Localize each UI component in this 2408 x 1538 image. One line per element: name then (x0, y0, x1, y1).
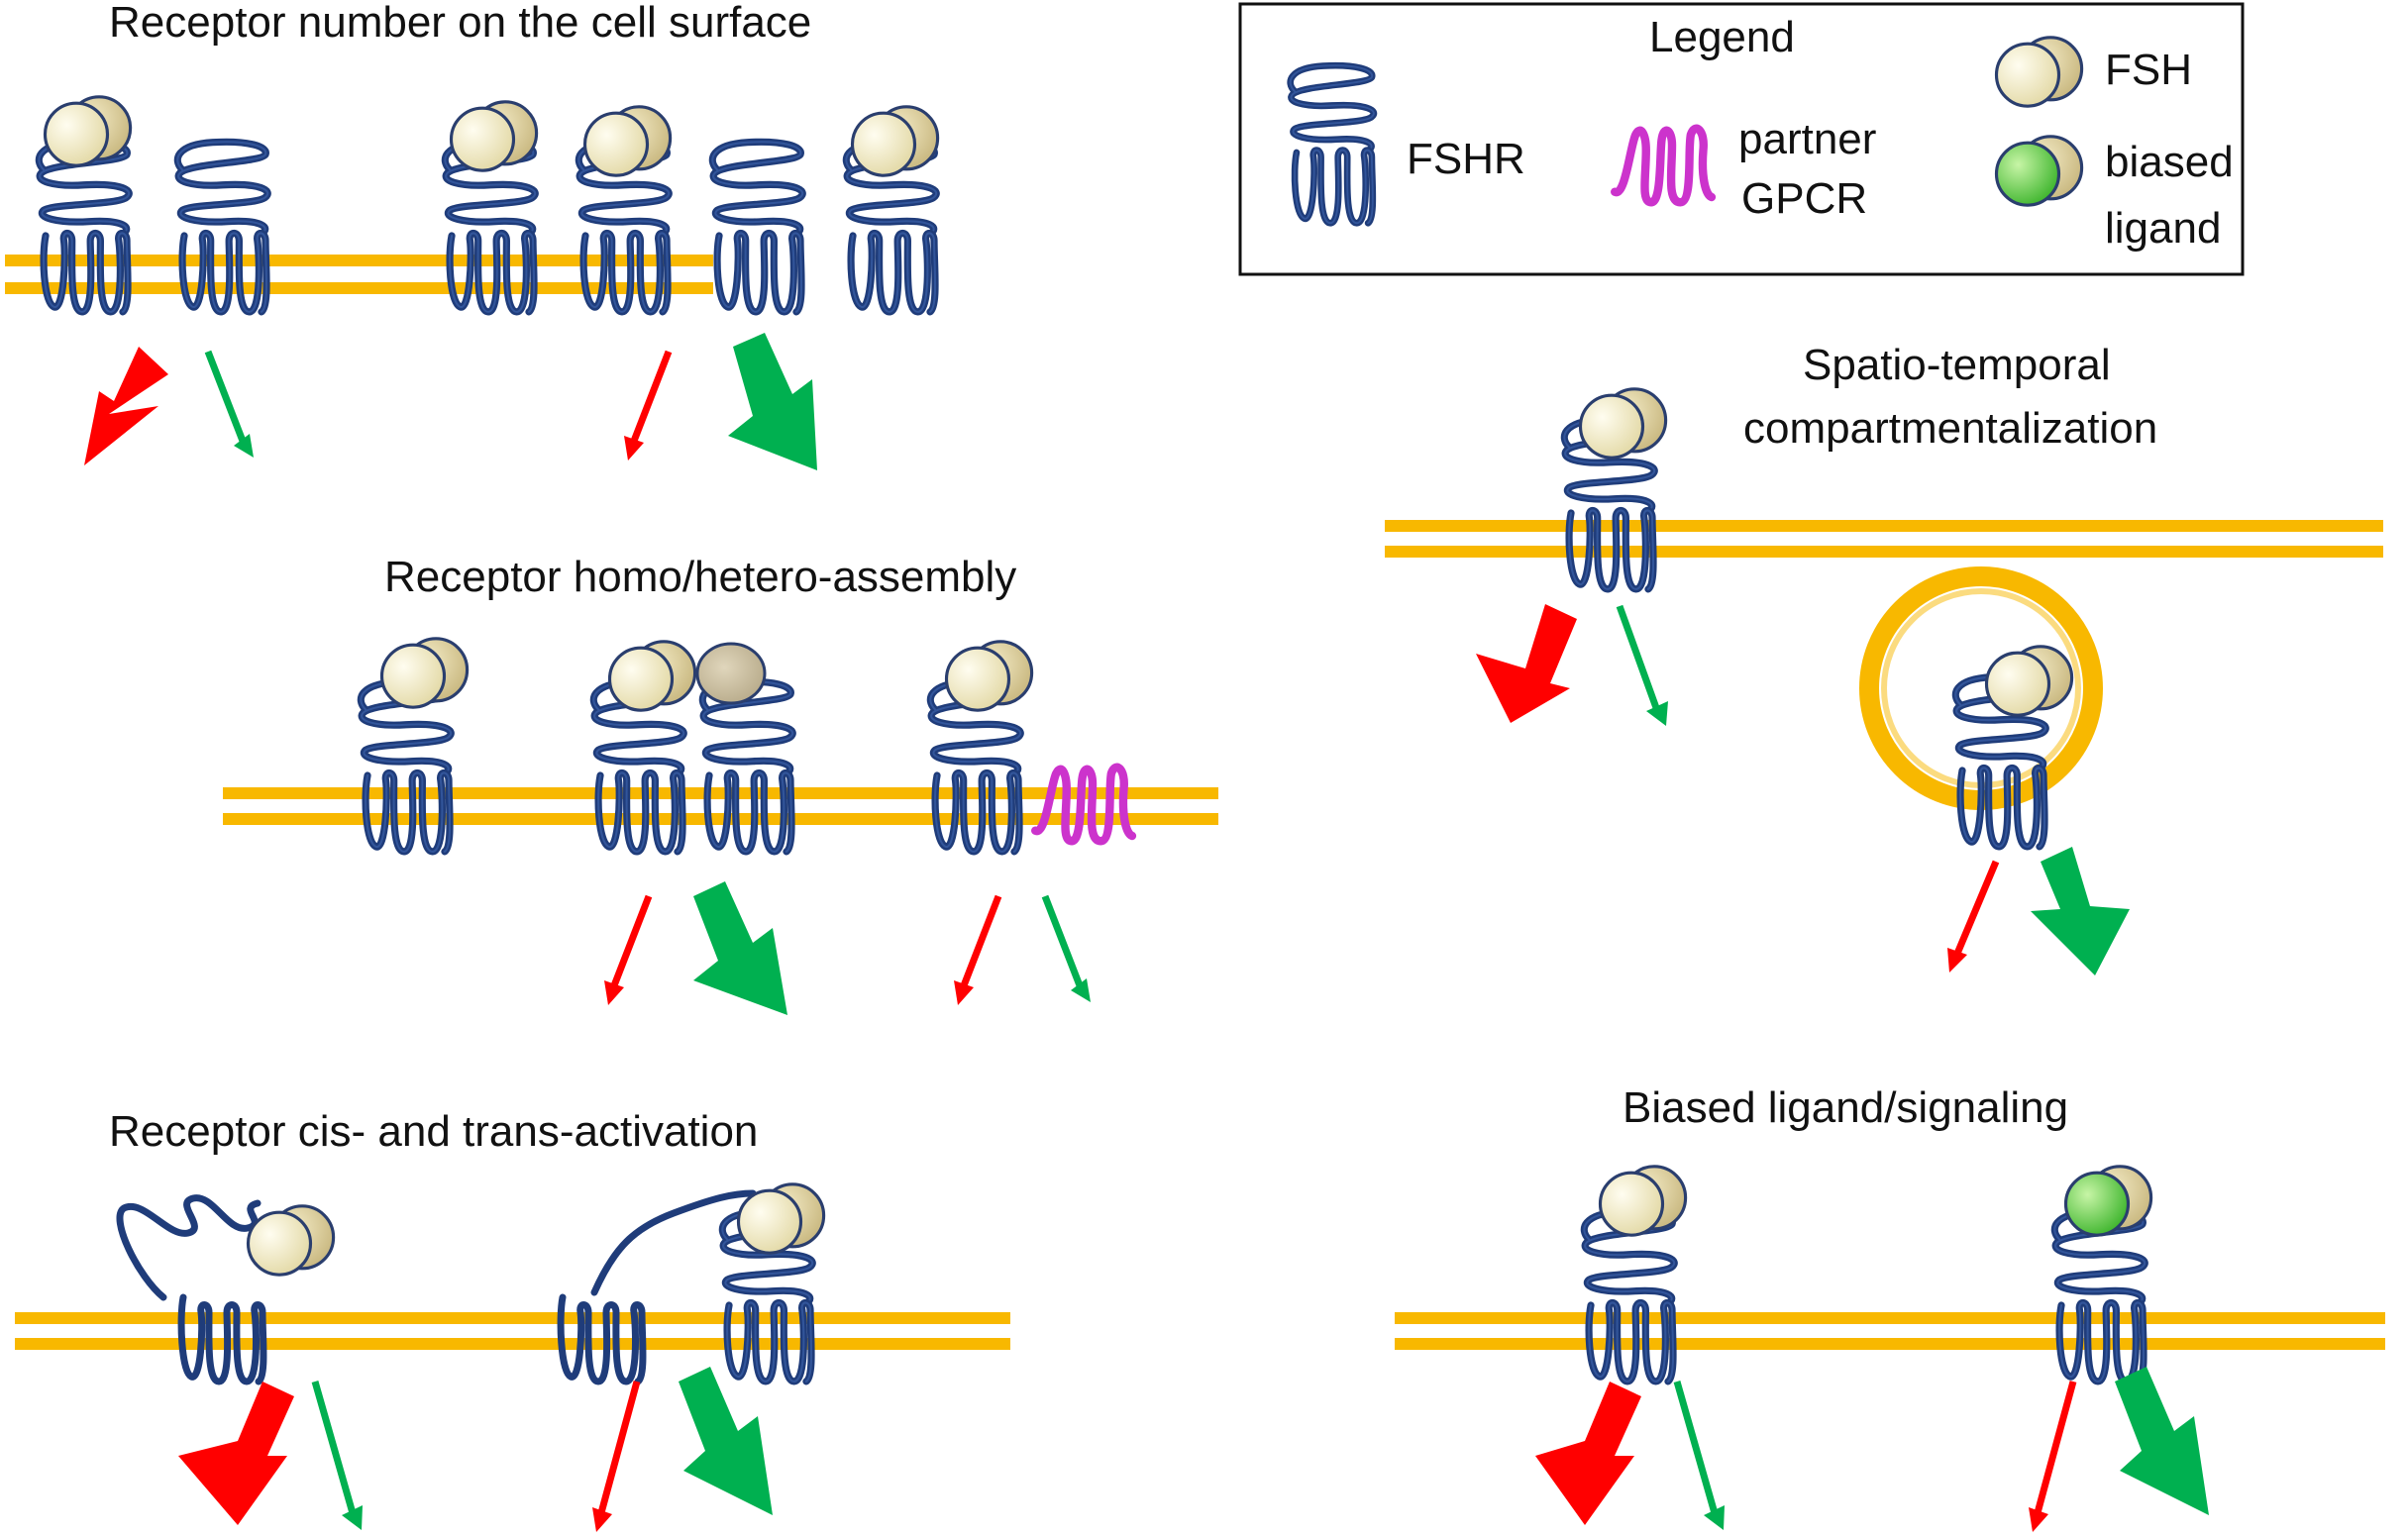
fsh-ligand-icon (1984, 645, 2074, 717)
panel-compartment: Spatio-temporal compartmentalization (1476, 341, 2157, 975)
fsh-ligand-icon (850, 105, 940, 177)
fsh-ligand-icon (582, 105, 673, 177)
membrane-cis-trans (15, 1312, 1010, 1350)
legend-label-biased-line2: ligand (2105, 204, 2221, 253)
fshr-receptor-icon (1584, 1211, 1674, 1382)
red-signal-arrow (595, 1381, 641, 1521)
fshr-receptor-icon (702, 681, 792, 852)
membrane-biased (1395, 1312, 2385, 1350)
green-signal-arrow (2031, 847, 2130, 975)
red-signal-arrow (178, 1382, 294, 1525)
partner-gpcr-icon (1035, 768, 1132, 841)
legend-label-fsh: FSH (2105, 46, 2192, 94)
fsh-ligand-icon (1578, 387, 1668, 460)
fshr-receptor-icon (2054, 1211, 2145, 1382)
legend-title: Legend (1649, 13, 1795, 61)
panel-biased: Biased ligand/signaling (1535, 1083, 2209, 1532)
panel-title-receptor-number: Receptor number on the cell surface (109, 0, 811, 47)
fsh-ligand-icon (607, 640, 697, 712)
green-signal-arrow (679, 1367, 773, 1515)
red-signal-arrow (1535, 1382, 1641, 1525)
green-signal-arrow (1616, 604, 1663, 718)
panel-title-homo-hetero: Receptor homo/hetero-assembly (384, 553, 1016, 601)
green-signal-arrow (311, 1381, 359, 1521)
receptor-linker (590, 1189, 757, 1296)
panel-title-biased: Biased ligand/signaling (1623, 1083, 2068, 1132)
panel-cis-trans: Receptor cis- and trans-activation (109, 1107, 826, 1532)
fsh-ligand-icon (379, 637, 470, 709)
membrane-compartment (1385, 520, 2383, 558)
green-signal-arrow (2115, 1367, 2209, 1515)
red-signal-arrow (1950, 860, 2000, 963)
membrane-homo-hetero (223, 787, 1218, 825)
red-signal-arrow (627, 350, 673, 451)
fsh-ligand-icon (246, 1204, 336, 1277)
panel-title-compartment-line2: compartmentalization (1743, 404, 2157, 453)
panel-title-cis-trans: Receptor cis- and trans-activation (109, 1107, 758, 1156)
fsh-ligand-icon (944, 640, 1034, 712)
red-signal-arrow (957, 894, 1002, 995)
green-signal-arrow (728, 333, 817, 470)
green-signal-arrow (1041, 894, 1087, 995)
red-signal-arrow (2032, 1381, 2077, 1521)
red-signal-arrow (1476, 604, 1577, 723)
legend-label-partner-line1: partner (1738, 115, 1876, 163)
green-signal-arrow (693, 881, 787, 1015)
panel-homo-hetero: Receptor homo/hetero-assembly (361, 553, 1132, 1015)
green-signal-arrow (1673, 1381, 1721, 1521)
fshr-receptor-icon (712, 142, 802, 312)
green-signal-arrow (204, 350, 250, 451)
legend-label-fshr: FSHR (1407, 135, 1525, 183)
panel-title-compartment-line1: Spatio-temporal (1803, 341, 2111, 389)
fshr-receptor-icon (116, 1194, 263, 1382)
red-signal-arrow (84, 347, 168, 465)
legend-label-partner-line2: GPCR (1741, 174, 1867, 223)
legend-box: Legend FSHR partner GPCR FSH biased liga… (1238, 2, 2245, 276)
panel-receptor-number: Receptor number on the cell surface (39, 0, 937, 470)
legend-label-biased-line1: biased (2105, 138, 2234, 186)
red-signal-arrow (607, 894, 653, 995)
empty-binding-site (695, 642, 767, 705)
